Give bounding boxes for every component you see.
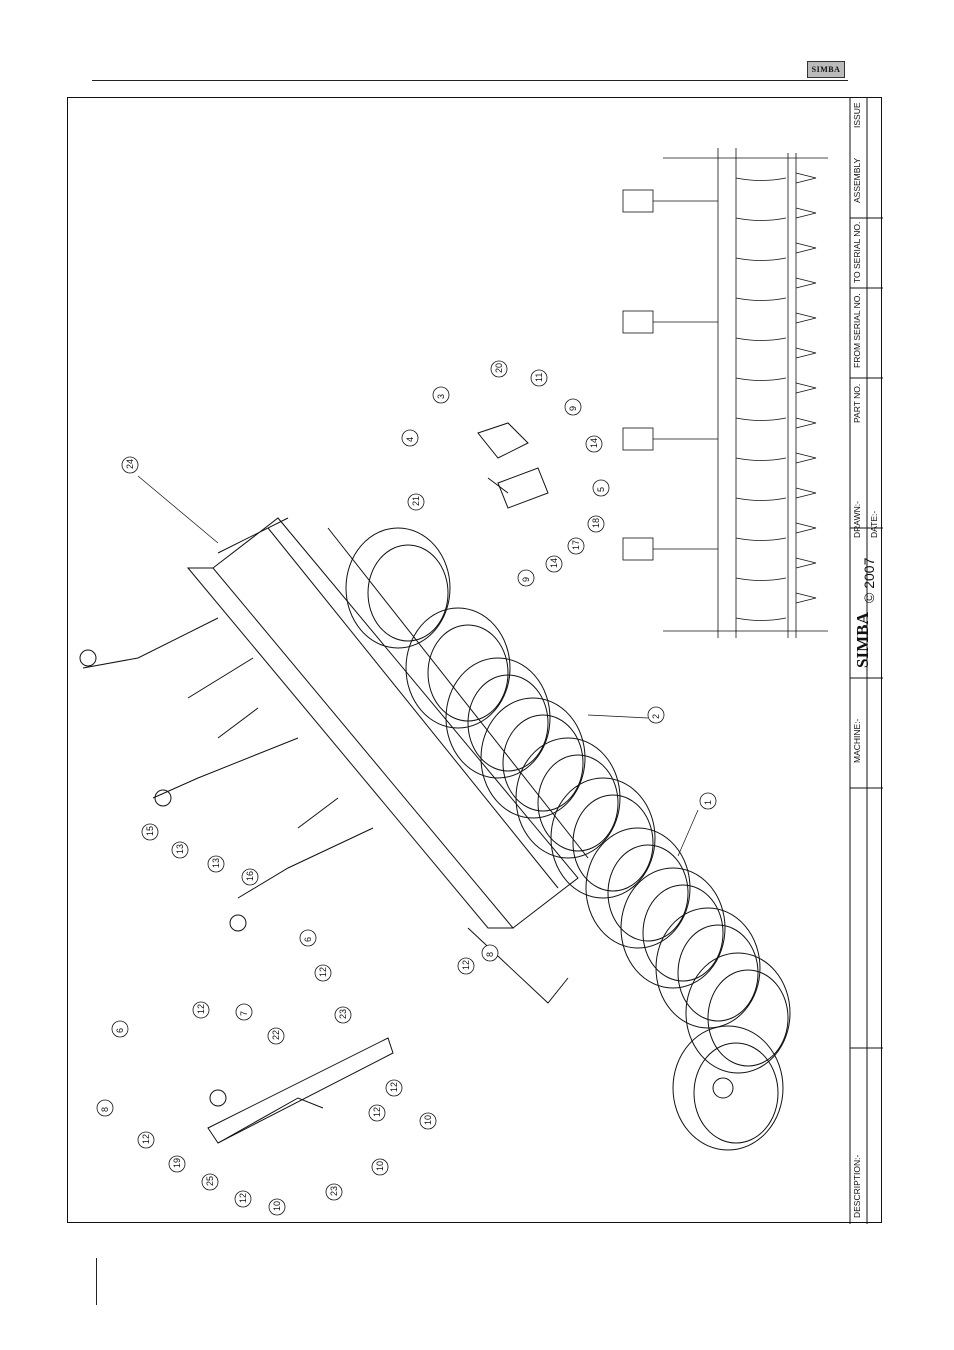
svg-text:1: 1 — [703, 800, 713, 805]
callout-bubble: 5 — [593, 480, 609, 496]
callout-bubble: 9 — [565, 399, 581, 415]
svg-text:14: 14 — [589, 438, 599, 448]
callout-bubble: 13 — [172, 842, 188, 858]
callout-bubble: 24 — [122, 457, 138, 473]
callout-bubble: 7 — [236, 1004, 252, 1020]
main-frame — [83, 518, 588, 1003]
assembly-label: ASSEMBLY — [852, 158, 862, 203]
callout-bubble: 6 — [112, 1021, 128, 1037]
callout-bubble: 1 — [700, 793, 716, 809]
callout-bubble: 18 — [588, 516, 604, 532]
svg-text:24: 24 — [125, 459, 135, 469]
svg-text:23: 23 — [338, 1009, 348, 1019]
simba-brand-logo: SIMBA — [853, 612, 873, 668]
callout-bubble: 16 — [242, 869, 258, 885]
svg-text:14: 14 — [549, 558, 559, 568]
to-serial-label: TO SERIAL NO. — [852, 222, 862, 283]
callout-bubble: 23 — [335, 1007, 351, 1023]
svg-text:12: 12 — [372, 1107, 382, 1117]
bracket-exploded — [478, 423, 548, 508]
callout-bubble: 3 — [433, 387, 449, 403]
callout-bubble: 11 — [531, 370, 547, 386]
description-label: DESCRIPTION:- — [852, 1155, 862, 1218]
callout-bubble: 15 — [142, 824, 158, 840]
svg-text:3: 3 — [436, 394, 446, 399]
callout-bubble: 12 — [193, 1002, 209, 1018]
callout-bubble: 12 — [138, 1132, 154, 1148]
svg-text:12: 12 — [238, 1193, 248, 1203]
machine-label: MACHINE:- — [852, 719, 862, 763]
svg-text:12: 12 — [461, 960, 471, 970]
svg-text:22: 22 — [271, 1030, 281, 1040]
svg-text:12: 12 — [318, 967, 328, 977]
svg-text:10: 10 — [423, 1115, 433, 1125]
footer-rule — [96, 1258, 97, 1305]
callout-bubble: 22 — [268, 1028, 284, 1044]
callout-bubble: 10 — [420, 1113, 436, 1129]
exploded-assembly-drawing: 1 2 3 4 5 6 6 7 8 8 9 9 10 10 10 11 12 1… — [68, 98, 883, 1224]
callout-bubble: 14 — [586, 436, 602, 452]
callout-bubble: 19 — [169, 1156, 185, 1172]
callout-bubble: 12 — [315, 965, 331, 981]
callout-bubble: 6 — [300, 930, 316, 946]
svg-text:15: 15 — [145, 826, 155, 836]
svg-text:8: 8 — [100, 1107, 110, 1112]
callout-bubble: 9 — [518, 570, 534, 586]
svg-text:6: 6 — [303, 937, 313, 942]
callout-bubble: 14 — [546, 556, 562, 572]
callout-bubble: 20 — [491, 361, 507, 377]
callout-bubble: 12 — [369, 1105, 385, 1121]
date-label: DATE:- — [869, 511, 879, 538]
callout-bubble: 12 — [458, 958, 474, 974]
callout-bubble: 13 — [208, 856, 224, 872]
svg-text:11: 11 — [534, 373, 544, 382]
svg-text:10: 10 — [272, 1201, 282, 1211]
svg-text:12: 12 — [389, 1082, 399, 1092]
callout-bubble: 17 — [568, 538, 584, 554]
svg-text:13: 13 — [211, 858, 221, 868]
callout-bubble: 2 — [648, 707, 664, 723]
svg-text:10: 10 — [375, 1161, 385, 1171]
svg-text:21: 21 — [411, 496, 421, 506]
svg-text:12: 12 — [196, 1004, 206, 1014]
svg-text:18: 18 — [591, 518, 601, 528]
svg-text:9: 9 — [521, 577, 531, 582]
callout-bubble: 10 — [269, 1199, 285, 1215]
callouts: 1 2 3 4 5 6 6 7 8 8 9 9 10 10 10 11 12 1… — [97, 361, 716, 1215]
svg-text:2: 2 — [651, 714, 661, 719]
header-logo: SIMBA — [807, 61, 845, 78]
svg-text:5: 5 — [596, 487, 606, 492]
from-serial-label: FROM SERIAL NO. — [852, 293, 862, 368]
svg-text:9: 9 — [568, 406, 578, 411]
copyright-text: © 2007 — [861, 558, 877, 603]
svg-text:17: 17 — [571, 540, 581, 550]
svg-text:6: 6 — [115, 1028, 125, 1033]
svg-text:23: 23 — [329, 1186, 339, 1196]
callout-bubble: 10 — [372, 1159, 388, 1175]
drawing-sheet: 1 2 3 4 5 6 6 7 8 8 9 9 10 10 10 11 12 1… — [67, 97, 882, 1223]
callout-bubble: 25 — [202, 1174, 218, 1190]
svg-text:25: 25 — [205, 1176, 215, 1186]
svg-text:7: 7 — [239, 1011, 249, 1016]
press-rings — [346, 528, 790, 1150]
callout-bubble: 8 — [482, 945, 498, 961]
svg-text:8: 8 — [485, 952, 495, 957]
callout-bubble: 4 — [402, 430, 418, 446]
callout-bubble: 23 — [326, 1184, 342, 1200]
header-rule — [92, 80, 848, 81]
svg-text:20: 20 — [494, 363, 504, 373]
svg-text:13: 13 — [175, 844, 185, 854]
plan-view — [623, 148, 828, 638]
svg-text:16: 16 — [245, 871, 255, 881]
callout-bubble: 8 — [97, 1100, 113, 1116]
callout-bubble: 12 — [386, 1080, 402, 1096]
svg-text:4: 4 — [405, 437, 415, 442]
issue-label: ISSUE — [852, 102, 862, 128]
svg-text:19: 19 — [172, 1158, 182, 1168]
callout-bubble: 21 — [408, 494, 424, 510]
part-no-label: PART NO. — [852, 384, 862, 423]
callout-bubble: 12 — [235, 1191, 251, 1207]
svg-text:12: 12 — [141, 1134, 151, 1144]
drawn-label: DRAWN:- — [852, 501, 862, 538]
